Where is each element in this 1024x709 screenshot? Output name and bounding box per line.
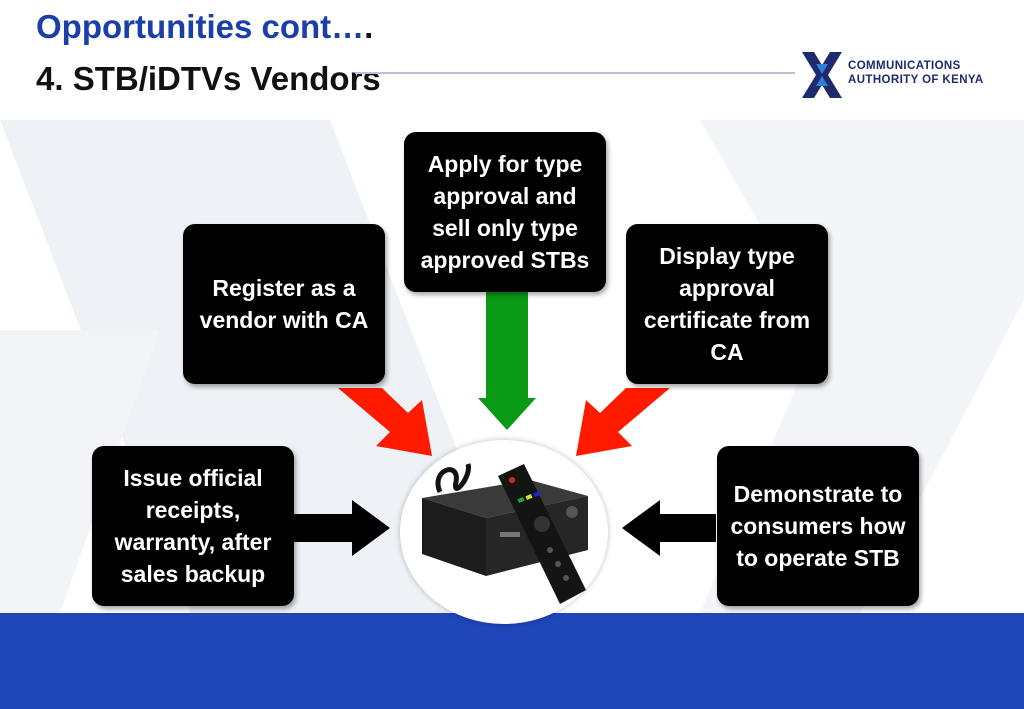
box-register-vendor: Register as a vendor with CA bbox=[183, 224, 385, 384]
box-display-text: Display type approval certificate from C… bbox=[643, 243, 811, 365]
box-apply-text: Apply for type approval and sell only ty… bbox=[420, 151, 590, 273]
set-top-box-icon bbox=[422, 463, 588, 604]
box-register-text: Register as a vendor with CA bbox=[199, 275, 369, 333]
logo-line1: COMMUNICATIONS bbox=[848, 60, 961, 72]
ca-x-logo-icon bbox=[802, 52, 842, 98]
slide-title: Opportunities cont…. bbox=[36, 8, 374, 45]
black-arrow-demonstrate bbox=[622, 500, 716, 556]
ca-kenya-logo: COMMUNICATIONS AUTHORITY OF KENYA bbox=[800, 50, 1000, 100]
slide-subtitle: 4. STB/iDTVs Vendors bbox=[36, 60, 381, 97]
box-display-certificate: Display type approval certificate from C… bbox=[626, 224, 828, 384]
black-arrow-issue bbox=[292, 500, 390, 556]
title-divider bbox=[355, 72, 795, 74]
box-issue-receipts: Issue official receipts, warranty, after… bbox=[92, 446, 294, 606]
box-issue-text: Issue official receipts, warranty, after… bbox=[114, 465, 272, 587]
red-arrow-display bbox=[576, 388, 670, 456]
box-apply-type-approval: Apply for type approval and sell only ty… bbox=[404, 132, 606, 292]
green-arrow-down bbox=[478, 292, 536, 430]
logo-line2: AUTHORITY OF KENYA bbox=[848, 74, 984, 86]
footer-bar bbox=[0, 613, 1024, 709]
red-arrow-register bbox=[338, 388, 432, 456]
box-demonstrate-text: Demonstrate to consumers how to operate … bbox=[730, 481, 906, 571]
stb-image-circle bbox=[400, 440, 608, 624]
box-demonstrate-consumers: Demonstrate to consumers how to operate … bbox=[717, 446, 919, 606]
